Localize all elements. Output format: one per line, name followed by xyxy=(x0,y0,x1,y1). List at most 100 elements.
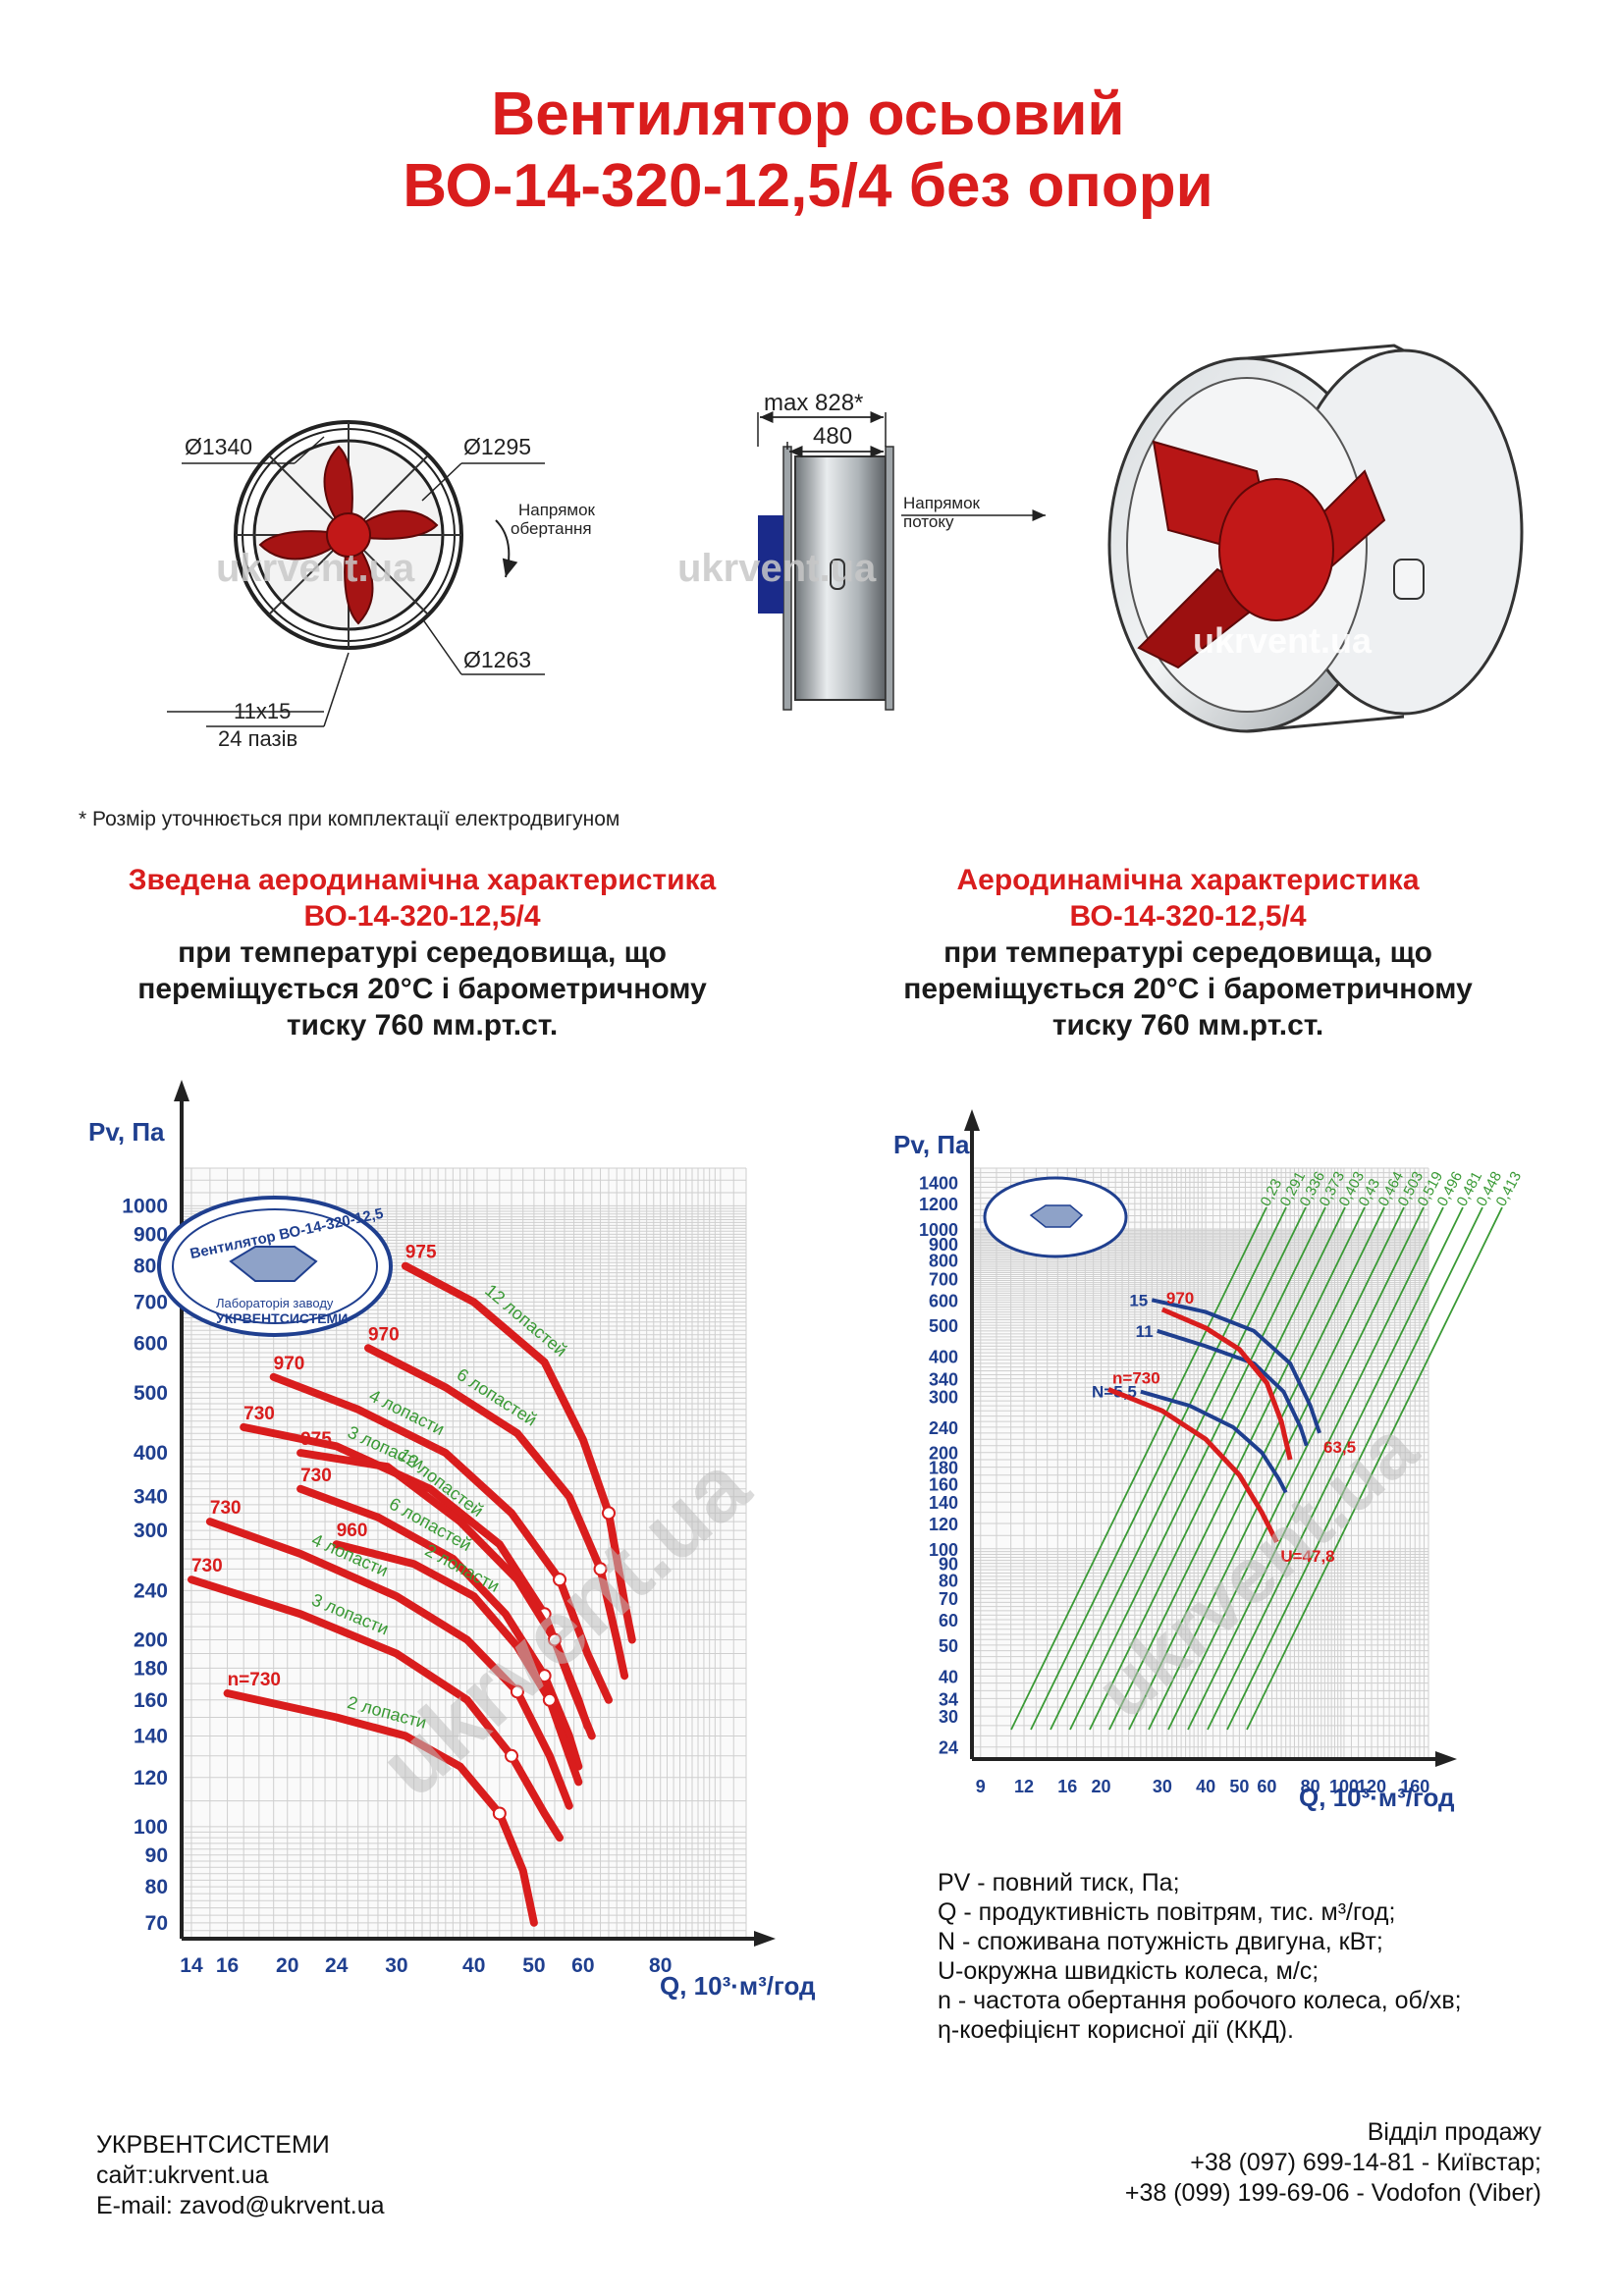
power-curve-2 xyxy=(1157,1328,1309,1447)
y-tick-label: 1400 xyxy=(919,1173,958,1193)
watermark-front: ukrvent.ua xyxy=(216,547,415,590)
efficiency-line xyxy=(1187,1206,1444,1731)
y-tick-label: 80 xyxy=(939,1571,958,1590)
detailed-stamp xyxy=(983,1176,1128,1258)
efficiency-line xyxy=(1108,1206,1366,1731)
detailed-y-axis-label: Pv, Па xyxy=(893,1130,970,1159)
summary-curve-marker xyxy=(601,1506,616,1521)
rotation-label-2: обертання xyxy=(511,519,592,538)
x-tick-label: 80 xyxy=(649,1954,672,1977)
x-tick-label: 20 xyxy=(276,1954,298,1977)
summary-chart-grid xyxy=(182,1167,747,1940)
summary-curve-marker xyxy=(593,1562,608,1576)
legend-line-5: n - частота обертання робочого колеса, о… xyxy=(938,1987,1462,2014)
summary-curve-marker xyxy=(510,1684,524,1699)
watermark-iso: ukrvent.ua xyxy=(1193,620,1373,661)
y-tick-label: 70 xyxy=(145,1912,168,1935)
left-section-text-1: при температурі середовища, що xyxy=(178,936,667,969)
power-curve-3 xyxy=(1140,1389,1288,1494)
y-tick-label: 40 xyxy=(939,1667,958,1686)
dim-flange-diameter: Ø1295 xyxy=(463,434,531,459)
y-tick-label: 240 xyxy=(134,1579,168,1602)
power-curve-label: 11 xyxy=(1136,1322,1154,1341)
summary-x-axis-label: Q, 10³·м³/год xyxy=(660,1971,816,2001)
x-tick-label: 50 xyxy=(522,1954,545,1977)
detailed-chart-axes xyxy=(964,1109,1457,1767)
detailed-y-tick-labels: 2430344050607080901001201401601802002403… xyxy=(919,1173,958,1757)
speed-label: U=47,8 xyxy=(1280,1547,1334,1566)
summary-curve-2 xyxy=(364,1344,629,1681)
y-tick-label: 100 xyxy=(929,1540,958,1560)
rpm-curve-label: 970 xyxy=(1166,1289,1194,1308)
y-tick-label: 700 xyxy=(929,1269,958,1289)
y-tick-label: 1000 xyxy=(919,1220,958,1240)
x-tick-label: 60 xyxy=(1257,1777,1276,1796)
footer-company-block: УКРВЕНТСИСТЕМИ сайт:ukrvent.ua E-mail: z… xyxy=(96,2130,385,2221)
x-tick-label: 60 xyxy=(571,1954,594,1977)
left-section-header: Зведена аеродинамічна характеристика ВО-… xyxy=(39,862,805,1043)
summary-curve-5 xyxy=(296,1449,592,1731)
summary-curve-marker xyxy=(553,1573,567,1587)
y-tick-label: 340 xyxy=(134,1486,168,1509)
fan-drawings: Ø1340 Ø1295 Ø1263 11x15 24 пазів Напрямо… xyxy=(167,344,1524,751)
y-tick-label: 24 xyxy=(939,1738,958,1758)
power-curve-1 xyxy=(1151,1298,1321,1434)
y-tick-label: 900 xyxy=(929,1235,958,1255)
legend-line-2: Q - продуктивність повітрям, тис. м³/год… xyxy=(938,1898,1396,1926)
right-section-title-2: ВО-14-320-12,5/4 xyxy=(1069,900,1307,933)
summary-curve-8 xyxy=(205,1518,573,1810)
y-tick-label: 30 xyxy=(939,1707,958,1727)
x-tick-label: 100 xyxy=(1329,1777,1359,1796)
side-view: max 828* 480 Напрямок потоку ukrvent.ua xyxy=(677,390,1046,711)
summary-curve-marker xyxy=(492,1806,507,1821)
x-tick-label: 12 xyxy=(1014,1777,1034,1796)
efficiency-line xyxy=(1030,1206,1287,1731)
summary-curve-rpm-label: 730 xyxy=(210,1498,242,1519)
x-tick-label: 40 xyxy=(1196,1777,1215,1796)
right-section-text-1: при температурі середовища, що xyxy=(943,936,1432,969)
summary-y-tick-labels: 7080901001201401601802002403003404005006… xyxy=(122,1195,168,1934)
y-tick-label: 400 xyxy=(134,1442,168,1465)
summary-curve-marker xyxy=(505,1748,519,1763)
y-tick-label: 500 xyxy=(134,1382,168,1405)
y-tick-label: 500 xyxy=(929,1316,958,1336)
y-tick-label: 120 xyxy=(929,1515,958,1534)
footer-sales-block: Відділ продажу +38 (097) 699-14-81 - Киї… xyxy=(1125,2117,1541,2209)
x-tick-label: 16 xyxy=(1057,1777,1077,1796)
efficiency-line xyxy=(1226,1206,1483,1731)
dim-slot-size: 11x15 xyxy=(234,699,291,723)
x-tick-label: 30 xyxy=(385,1954,407,1977)
y-tick-label: 70 xyxy=(939,1589,958,1609)
watermark-side: ukrvent.ua xyxy=(677,547,877,590)
y-tick-label: 800 xyxy=(929,1252,958,1271)
legend-line-3: N - споживана потужність двигуна, кВт; xyxy=(938,1928,1383,1955)
power-curve-label: 15 xyxy=(1129,1291,1148,1309)
summary-curve-rpm-label: 730 xyxy=(243,1404,275,1424)
summary-curve-rpm-label: 975 xyxy=(405,1243,437,1263)
y-tick-label: 50 xyxy=(939,1636,958,1656)
front-view: Ø1340 Ø1295 Ø1263 11x15 24 пазів Напрямо… xyxy=(167,420,596,751)
efficiency-line xyxy=(1069,1206,1326,1731)
rpm-curve-1 xyxy=(1160,1307,1293,1461)
dim-length: 480 xyxy=(813,423,852,450)
y-tick-label: 340 xyxy=(929,1370,958,1390)
summary-curve-rpm-label: 970 xyxy=(274,1354,305,1374)
summary-curve-6 xyxy=(296,1484,583,1771)
stamp-line-3: УКРВЕНТСИСТЕМИ xyxy=(216,1310,348,1326)
efficiency-line xyxy=(1089,1206,1346,1731)
y-tick-label: 300 xyxy=(134,1520,168,1542)
rotation-label-1: Напрямок xyxy=(518,501,596,519)
page-title-line-2: ВО-14-320-12,5/4 без опори xyxy=(403,152,1213,220)
abbreviation-legend: PV - повний тиск, Па; Q - продуктивність… xyxy=(938,1868,1462,2045)
summary-curve-3 xyxy=(269,1372,613,1704)
y-tick-label: 180 xyxy=(134,1657,168,1680)
x-tick-label: 40 xyxy=(462,1954,485,1977)
summary-curve-marker xyxy=(547,1632,562,1647)
y-tick-label: 1000 xyxy=(122,1195,168,1217)
footer-company: УКРВЕНТСИСТЕМИ xyxy=(96,2131,330,2159)
y-tick-label: 200 xyxy=(929,1444,958,1464)
summary-y-axis-label: Pv, Па xyxy=(88,1117,165,1147)
x-tick-label: 30 xyxy=(1153,1777,1172,1796)
